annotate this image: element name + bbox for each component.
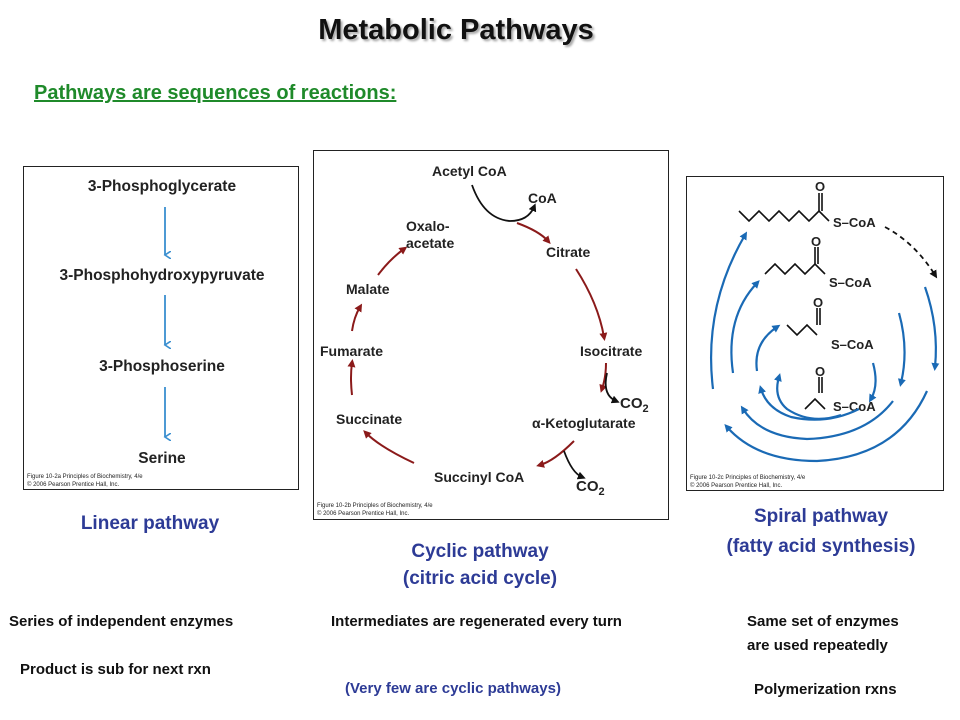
linear-note-2: Product is sub for next rxn (20, 661, 211, 678)
cycle-arrow-fumarate (347, 359, 356, 396)
spiral-arc-inner-right (869, 362, 877, 403)
oxygen-3: O (813, 295, 823, 310)
oxygen-2: O (811, 234, 821, 249)
linear-credit-2: © 2006 Pearson Prentice Hall, Inc. (27, 481, 119, 488)
cycle-arrow-malate (351, 303, 363, 332)
spiral-arc-inner-left (755, 324, 781, 372)
chain-c4 (786, 323, 818, 337)
label-acetyl-coa: Acetyl CoA (432, 163, 507, 179)
spiral-pathway-figure: O S–CoA O S–CoA O S–CoA O S–CoA Figure 1… (686, 176, 944, 491)
page-title: Metabolic Pathways (318, 14, 594, 46)
label-fumarate: Fumarate (320, 343, 383, 359)
acetylcoa-entry-arrow (471, 184, 537, 222)
linear-credit-1: Figure 10-2a Principles of Biochemistry,… (27, 474, 143, 480)
step-3-phosphoserine: 3-Phosphoserine (99, 358, 225, 375)
label-succinyl-coa: Succinyl CoA (434, 469, 524, 485)
step-3-phosphohydroxypyruvate: 3-Phosphohydroxypyruvate (60, 267, 265, 284)
spiral-arc-outer-left (710, 231, 748, 390)
cycle-arrow-succinate (363, 430, 415, 464)
oxygen-1: O (815, 179, 825, 194)
cyclic-caption-1: Cyclic pathway (411, 541, 549, 562)
cyclic-note: Intermediates are regenerated every turn (331, 613, 622, 630)
label-alpha-ketoglutarate: α-Ketoglutarate (532, 415, 636, 431)
spiral-note-3: Polymerization rxns (754, 681, 897, 698)
co2-release-arrow-1 (604, 372, 620, 404)
label-malate: Malate (346, 281, 390, 297)
spiral-arc-mid-left (730, 280, 760, 374)
cycle-arrow-citrate (516, 222, 551, 244)
s-coa-1: S–CoA (833, 215, 876, 230)
s-coa-3: S–CoA (831, 337, 874, 352)
label-coa: CoA (528, 190, 557, 206)
elongation-dashed-arrow (884, 226, 938, 279)
cycle-arrow-akg (599, 362, 608, 393)
label-co2-1: CO2 (620, 395, 649, 415)
cyclic-credit-2: © 2006 Pearson Prentice Hall, Inc. (317, 510, 409, 517)
chain-c8 (738, 209, 830, 223)
co2-release-arrow-2 (563, 450, 586, 480)
label-oxalo-1: Oxalo- (406, 218, 450, 234)
chain-c2 (804, 397, 826, 410)
cycle-arrow-isocitrate (575, 268, 608, 341)
label-isocitrate: Isocitrate (580, 343, 642, 359)
chain-c6 (764, 262, 826, 276)
spiral-arc-outer-right (923, 286, 940, 371)
spiral-caption-1: Spiral pathway (753, 506, 889, 527)
cyclic-pathway-figure: Acetyl CoA CoA Oxalo- acetate Citrate Ma… (313, 150, 669, 520)
spiral-arc-mid-right (897, 312, 906, 387)
cyclic-note-2: (Very few are cyclic pathways) (345, 680, 561, 697)
spiral-arc-core (774, 373, 842, 420)
cycle-arrow-succinylcoa (536, 440, 575, 468)
label-co2-2: CO2 (576, 478, 605, 498)
cyclic-credit-1: Figure 10-2b Principles of Biochemistry,… (317, 503, 433, 509)
step-3-phosphoglycerate: 3-Phosphoglycerate (88, 178, 237, 195)
linear-caption: Linear pathway (80, 513, 220, 534)
spiral-credit-2: © 2006 Pearson Prentice Hall, Inc. (690, 482, 782, 489)
spiral-arc-mid-bottom (740, 400, 894, 441)
oxygen-4: O (815, 364, 825, 379)
cycle-arrow-oxaloacetate (377, 246, 408, 276)
linear-note-1: Series of independent enzymes (9, 613, 234, 630)
step-serine: Serine (138, 450, 186, 467)
label-citrate: Citrate (546, 244, 591, 260)
linear-pathway-figure: 3-Phosphoglycerate 3-Phosphohydroxypyruv… (23, 166, 299, 490)
spiral-note-1: Same set of enzymes (747, 613, 899, 630)
s-coa-2: S–CoA (829, 275, 872, 290)
spiral-credit-1: Figure 10-2c Principles of Biochemistry,… (690, 475, 806, 481)
spiral-caption-2: (fatty acid synthesis) (726, 536, 916, 557)
label-succinate: Succinate (336, 411, 402, 427)
spiral-arc-outer-bottom (724, 390, 929, 463)
cyclic-caption-2: (citric acid cycle) (402, 568, 558, 589)
label-oxalo-2: acetate (406, 235, 454, 251)
spiral-note-2: are used repeatedly (747, 637, 888, 654)
page-subtitle: Pathways are sequences of reactions: (34, 82, 397, 104)
s-coa-4: S–CoA (833, 399, 876, 414)
